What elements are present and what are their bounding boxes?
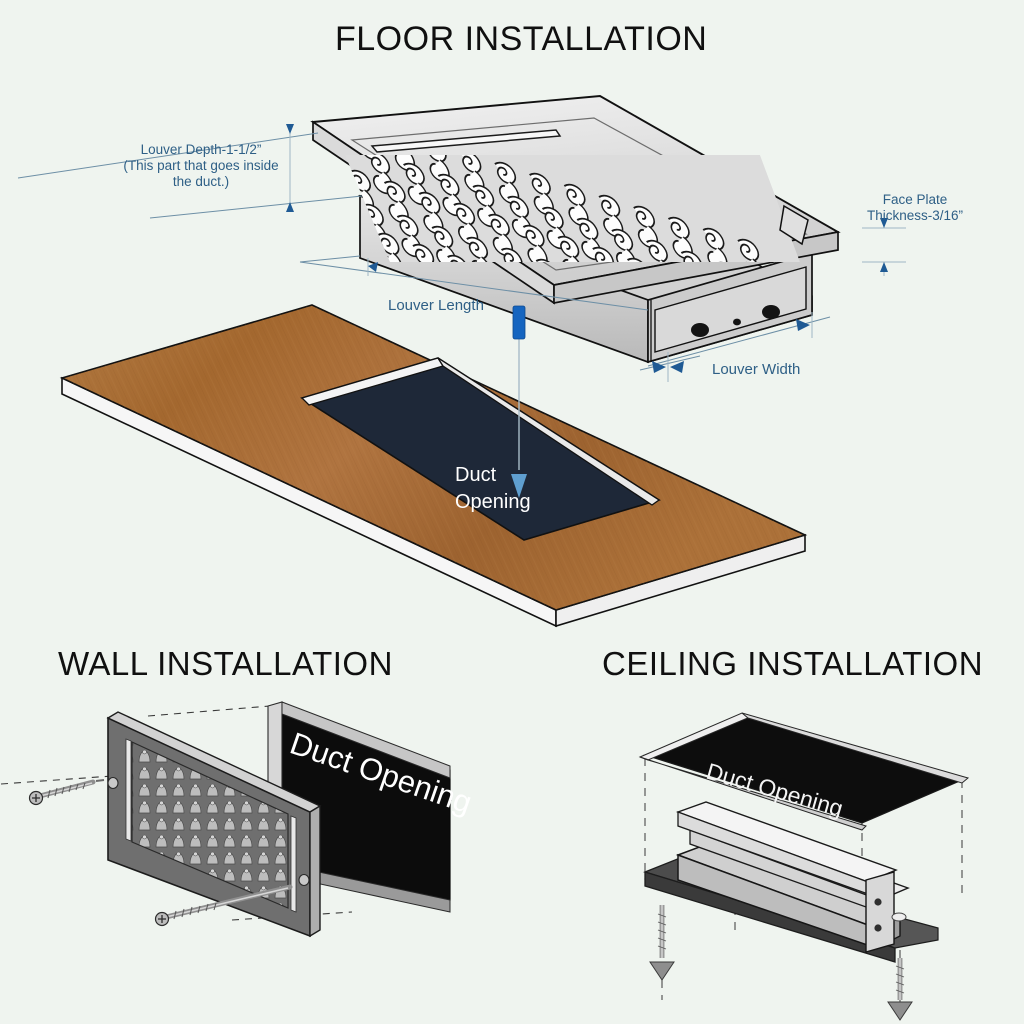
face-plate-scrollwork bbox=[345, 155, 800, 262]
wall-grille-right-bevel bbox=[309, 804, 321, 938]
face-plate-label-line1: Face Plate bbox=[882, 192, 948, 207]
ceiling-bracket-slot bbox=[891, 912, 907, 922]
wall-cut-top-light bbox=[281, 701, 451, 779]
wall-screw-lower bbox=[154, 884, 293, 927]
ceiling-screw-right bbox=[887, 958, 913, 1021]
floor-installation-title: FLOOR INSTALLATION bbox=[335, 20, 708, 58]
arrow-depth-top bbox=[286, 124, 294, 134]
arrow-length-left bbox=[368, 262, 378, 272]
duct-opening-cut bbox=[300, 357, 661, 541]
louver-depth-note-line2: the duct.) bbox=[172, 173, 230, 189]
ceiling-louver-blades bbox=[675, 801, 910, 913]
arrow-width-left bbox=[670, 361, 684, 373]
face-plate-slot bbox=[370, 129, 562, 153]
arrow-width-right bbox=[796, 319, 810, 331]
dimension-louver-width bbox=[652, 312, 813, 382]
damper-hole-left bbox=[691, 323, 709, 337]
ceiling-installation-title: CEILING INSTALLATION bbox=[602, 645, 984, 682]
louver-depth-note-line1: (This part that goes inside bbox=[123, 157, 279, 173]
arrow-thickness-top bbox=[880, 218, 888, 228]
wall-screw-boss-lower bbox=[298, 873, 310, 887]
floor-duct-opening-line1: Duct bbox=[455, 464, 497, 486]
ceiling-register-assembly bbox=[643, 801, 939, 963]
arrow-depth-bottom bbox=[286, 202, 294, 212]
ceiling-rim-front bbox=[639, 756, 867, 831]
louver-length-marker bbox=[512, 305, 526, 340]
dimension-louver-depth bbox=[286, 124, 294, 212]
face-plate-thickness-annotation: Face Plate Thickness-3/16” bbox=[840, 192, 990, 224]
damper-hole-right bbox=[762, 305, 780, 319]
ceiling-bracket-hole-1 bbox=[874, 898, 882, 906]
ceiling-screw-head-right bbox=[887, 1001, 913, 1021]
ceiling-screw-head-left bbox=[649, 961, 675, 981]
dimension-face-plate-thickness bbox=[862, 214, 906, 276]
arrow-length-down bbox=[511, 474, 527, 498]
wall-installation-title: WALL INSTALLATION bbox=[58, 645, 393, 682]
wall-screw-boss-upper bbox=[107, 776, 119, 790]
ceiling-end-bracket bbox=[865, 871, 895, 953]
wall-grille-panel bbox=[106, 711, 322, 938]
floor-duct-opening-line2: Opening bbox=[455, 491, 531, 513]
ceiling-rim-right bbox=[741, 712, 970, 784]
louver-length-annotation: Louver Length bbox=[388, 297, 484, 314]
floor-duct-opening-annotation: Duct Opening bbox=[455, 462, 531, 516]
arrow-width-outer-left bbox=[652, 361, 666, 373]
ceiling-bracket-hole-2 bbox=[874, 924, 882, 932]
face-plate-label-line2: Thickness-3/16” bbox=[866, 207, 964, 223]
dimension-louver-length bbox=[367, 258, 527, 498]
wall-screw-upper bbox=[28, 779, 105, 806]
louver-lever-tab bbox=[779, 204, 809, 246]
louver-width-annotation: Louver Width bbox=[712, 361, 801, 378]
wall-grille-slot-left bbox=[125, 738, 132, 842]
floor-register-assembly bbox=[310, 95, 841, 364]
ceiling-screw-left bbox=[649, 905, 675, 981]
louver-depth-annotation: Louver Depth-1-1/2” (This part that goes… bbox=[106, 142, 296, 190]
louver-depth-value: Louver Depth-1-1/2” bbox=[140, 142, 262, 157]
duct-lip-right bbox=[437, 357, 661, 506]
arrow-thickness-bottom bbox=[880, 262, 888, 272]
wall-grille-perforations bbox=[131, 741, 289, 909]
damper-hole-center bbox=[733, 318, 741, 326]
